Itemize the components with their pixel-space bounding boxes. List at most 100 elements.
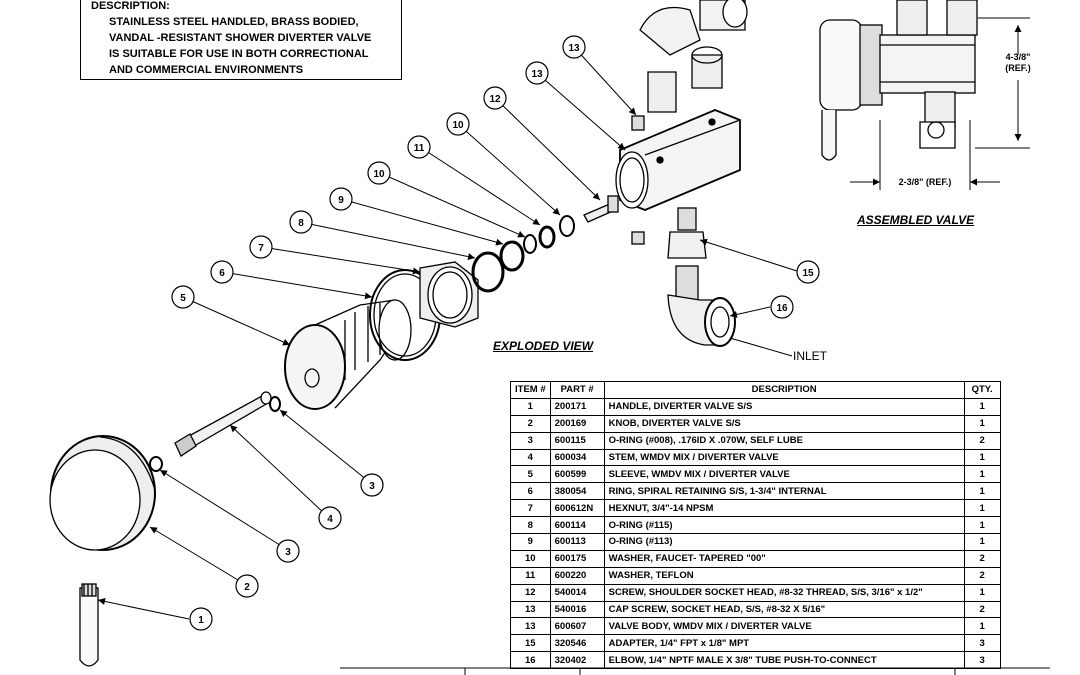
callout: 12 [489, 94, 501, 105]
bom-description-cell: ELBOW, 1/4" NPTF MALE X 3/8" TUBE PUSH-T… [603, 651, 965, 670]
bom-qty-cell: 1 [963, 617, 1001, 636]
bom-qty-cell: 1 [963, 448, 1001, 467]
bom-description-cell: O-RING (#008), .176ID X .070W, SELF LUBE [603, 431, 965, 450]
bom-description-cell: SLEEVE, WMDV MIX / DIVERTER VALVE [603, 465, 965, 484]
description-line: AND COMMERCIAL ENVIRONMENTS [109, 64, 304, 76]
bom-part-cell: 320546 [549, 634, 605, 653]
bom-item-cell: 2 [510, 414, 551, 433]
bom-item-cell: 4 [510, 448, 551, 467]
bom-item-cell: 15 [510, 634, 551, 653]
bom-description-cell: WASHER, TEFLON [603, 566, 965, 585]
bom-part-cell: 200169 [549, 414, 605, 433]
bom-qty-cell: 1 [963, 583, 1001, 602]
bom-qty-cell: 1 [963, 533, 1001, 551]
bom-description-cell: HANDLE, DIVERTER VALVE S/S [603, 397, 965, 416]
bom-item-cell: 8 [510, 516, 551, 535]
bom-part-cell: 600220 [549, 566, 605, 585]
stem-part [174, 391, 272, 457]
bom-item-cell: 3 [510, 431, 551, 450]
bom-part-cell: 200171 [549, 397, 605, 416]
sleeve-part [284, 299, 412, 410]
bom-part-cell: 320402 [549, 651, 605, 670]
callout: 3 [285, 547, 291, 558]
bom-item-cell: 13 [510, 600, 551, 619]
callout: 8 [298, 218, 304, 229]
adapter-part [667, 207, 707, 259]
bom-header-row: ITEM # PART # DESCRIPTION QTY. [510, 381, 1001, 399]
bom-qty-cell: 2 [963, 431, 1001, 450]
bom-part-cell: 600113 [549, 533, 605, 551]
bom-part-cell: 600115 [549, 431, 605, 450]
callout: 16 [776, 303, 788, 314]
bom-description-cell: SCREW, SHOULDER SOCKET HEAD, #8-32 THREA… [603, 583, 965, 602]
bom-qty-cell: 3 [963, 651, 1001, 670]
callout: 6 [219, 268, 225, 279]
callout: 7 [258, 243, 264, 254]
bom-part-cell: 600612N [549, 499, 605, 518]
callout: 15 [802, 268, 814, 279]
description-heading: DESCRIPTION: [91, 0, 170, 12]
bom-description-cell: RING, SPIRAL RETAINING S/S, 1-3/4" INTER… [603, 482, 965, 501]
bom-part-cell: 600599 [549, 465, 605, 484]
bom-description-cell: WASHER, FAUCET- TAPERED "00" [603, 549, 965, 568]
bom-description-cell: ADAPTER, 1/4" FPT x 1/8" MPT [603, 634, 965, 653]
bom-header-description: DESCRIPTION [603, 381, 965, 399]
bom-description-cell: VALVE BODY, WMDV MIX / DIVERTER VALVE [603, 617, 965, 636]
bom-item-cell: 5 [510, 465, 551, 484]
dimension-height-value: 4-3/8" [1005, 52, 1031, 62]
bom-item-cell: 7 [510, 499, 551, 518]
callout: 10 [373, 169, 385, 180]
callout: 2 [244, 582, 250, 593]
bom-part-cell: 540014 [549, 583, 605, 602]
bom-qty-cell: 2 [963, 566, 1001, 585]
bom-item-cell: 10 [510, 549, 551, 568]
handle-part [79, 583, 99, 667]
inlet-label: INLET [793, 349, 828, 363]
bom-header-item: ITEM # [510, 381, 551, 399]
bom-item-cell: 11 [510, 566, 551, 585]
bom-description-cell: HEXNUT, 3/4"-14 NPSM [603, 499, 965, 518]
callout: 11 [414, 143, 425, 154]
callout: 4 [327, 514, 333, 525]
bom-header-qty: QTY. [963, 381, 1001, 399]
callout: 9 [338, 195, 344, 206]
bom-part-cell: 600175 [549, 549, 605, 568]
bom-part-cell: 600607 [549, 617, 605, 636]
callout: 3 [369, 481, 375, 492]
bom-qty-cell: 1 [963, 397, 1001, 416]
bom-description-cell: O-RING (#113) [603, 533, 965, 551]
bom-description-cell: STEM, WMDV MIX / DIVERTER VALVE [603, 448, 965, 467]
dimension-height: 4-3/8" (REF.) [996, 52, 1040, 74]
callout: 10 [452, 120, 464, 131]
bom-item-cell: 6 [510, 482, 551, 501]
description-line: STAINLESS STEEL HANDLED, BRASS BODIED, [109, 16, 359, 28]
knob-part [49, 435, 156, 551]
bom-description-cell: CAP SCREW, SOCKET HEAD, S/S, #8-32 X 5/1… [603, 600, 965, 619]
dimension-height-ref: (REF.) [1005, 63, 1031, 73]
bom-part-cell: 540016 [549, 600, 605, 619]
description-box: DESCRIPTION: STAINLESS STEEL HANDLED, BR… [80, 0, 402, 80]
bom-qty-cell: 1 [963, 499, 1001, 518]
bom-qty-cell: 1 [963, 465, 1001, 484]
bom-qty-cell: 2 [963, 600, 1001, 619]
hexnut-part [419, 261, 479, 328]
callout: 5 [180, 293, 186, 304]
bom-part-cell: 600114 [549, 516, 605, 535]
valve-body-part [615, 109, 741, 211]
